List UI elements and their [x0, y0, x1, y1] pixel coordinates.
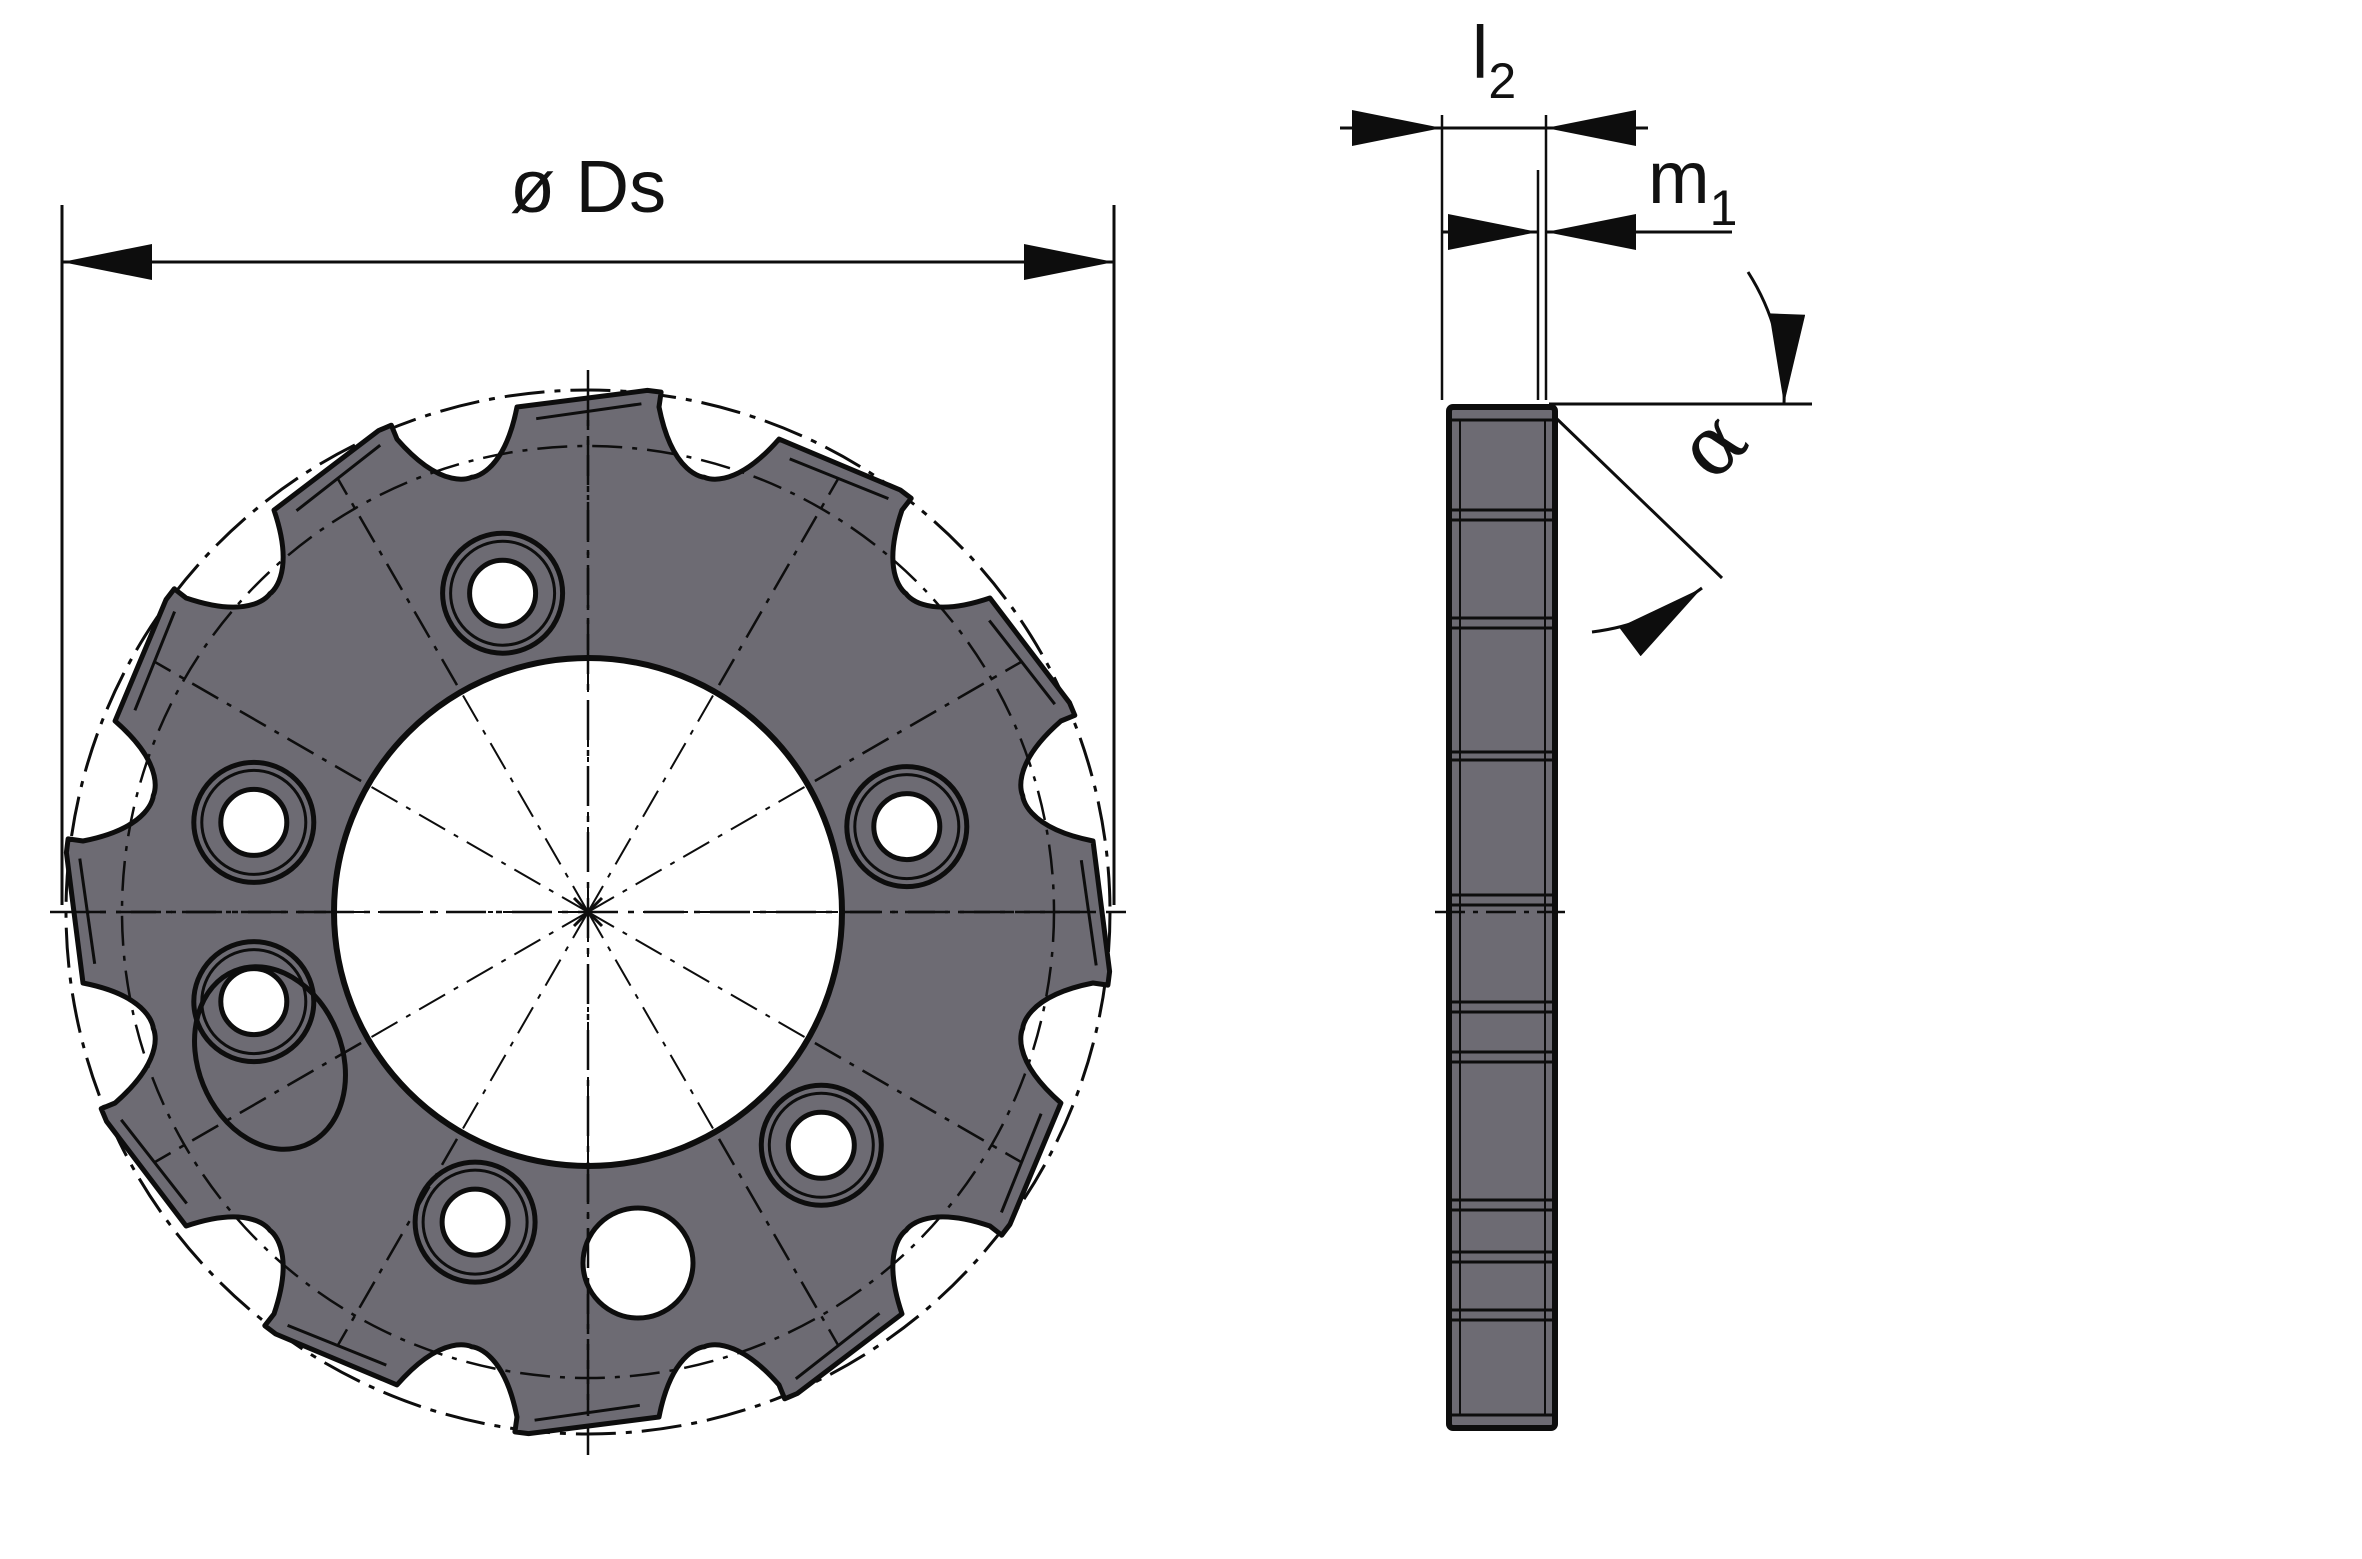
radial-centerline: [336, 478, 459, 686]
front-view: ø Ds: [50, 145, 1126, 1455]
mounting-hole: [844, 764, 970, 890]
cutting-edge-facet: [1000, 1113, 1043, 1213]
cutting-edge-facet: [535, 402, 642, 421]
round-hole: [580, 1205, 696, 1321]
side-segment-lines: [1452, 420, 1552, 1415]
angle-dimension: [1549, 271, 1812, 657]
cutting-edge-facet: [1079, 859, 1098, 966]
cutting-edge-facet: [120, 1118, 188, 1205]
cutting-edge-facet: [794, 1312, 881, 1380]
radial-centerline: [717, 478, 840, 686]
chamfer-label: m1: [1648, 136, 1737, 236]
diameter-dimension: [60, 205, 1116, 905]
radial-centerline: [814, 1041, 1022, 1164]
diameter-label: ø Ds: [510, 145, 666, 228]
bore-centerline: [462, 911, 589, 1130]
width-extension-lines: [1440, 115, 1548, 400]
mounting-hole: [758, 1082, 884, 1208]
bore-centerline: [370, 786, 589, 913]
marking-ellipse: [192, 964, 348, 1152]
radial-centerline: [814, 660, 1022, 783]
bore-centerline: [587, 911, 714, 1130]
cutting-edge-facet: [295, 444, 382, 512]
mounting-holes: [191, 530, 970, 1285]
bore-centerline: [587, 694, 714, 913]
radial-centerline: [336, 1138, 459, 1346]
side-view: l2 m1 α: [1340, 11, 1812, 1431]
radial-centerline: [717, 1138, 840, 1346]
width-label: l2: [1472, 11, 1516, 109]
mounting-hole: [440, 530, 566, 656]
cutting-edge-facet: [789, 457, 889, 500]
angle-label: α: [1660, 391, 1766, 498]
bore-centerline: [587, 911, 806, 1038]
center-mark: [572, 896, 604, 928]
side-body: [1446, 404, 1558, 1431]
mounting-hole: [191, 759, 317, 885]
radial-centerline: [154, 1041, 362, 1164]
cutting-edge-facet: [988, 619, 1056, 706]
mounting-hole: [412, 1159, 538, 1285]
cutting-edge-facet: [133, 611, 176, 711]
bore-centerline: [587, 786, 806, 913]
cutting-edge-facet: [287, 1324, 387, 1367]
bore-centerline: [370, 911, 589, 1038]
bore-centerline: [462, 694, 589, 913]
radial-centerline: [154, 660, 362, 783]
